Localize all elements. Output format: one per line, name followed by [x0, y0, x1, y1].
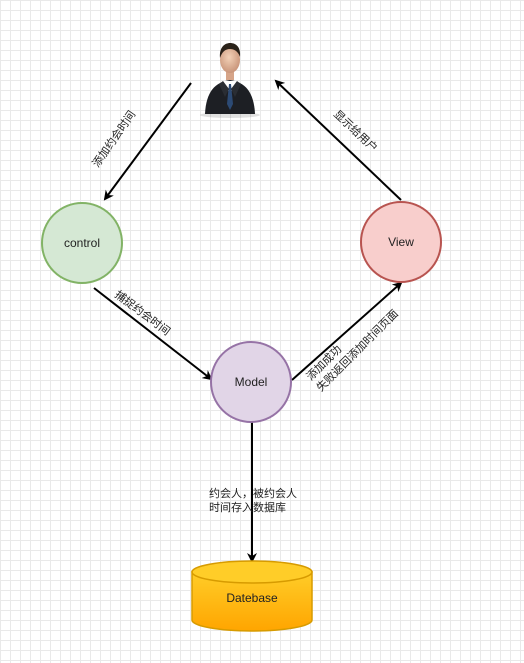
- node-model-label: Model: [235, 375, 268, 389]
- node-view[interactable]: View: [360, 201, 442, 283]
- edge-view-to-user: [274, 79, 402, 201]
- node-view-label: View: [388, 235, 414, 249]
- edge-label-store-participants: 约会人，被约会人: [209, 487, 297, 500]
- edge-label-capture-appointment: 捕捉约会时间: [112, 287, 173, 338]
- edge-model-to-view: [291, 281, 403, 381]
- edge-label-store-database: 时间存入数据库: [209, 500, 286, 514]
- node-database[interactable]: Datebase: [191, 560, 313, 632]
- node-control[interactable]: control: [41, 202, 123, 284]
- node-database-label: Datebase: [226, 591, 278, 605]
- edge-label-add-appointment: 添加约会时间: [89, 108, 138, 170]
- edge-label-show-user: 显示给用户: [331, 107, 381, 155]
- businessman-icon: [200, 43, 260, 118]
- edge-control-to-model: [93, 287, 213, 381]
- node-model[interactable]: Model: [210, 341, 292, 423]
- node-control-label: control: [64, 236, 100, 250]
- edge-user-to-control: [103, 82, 192, 201]
